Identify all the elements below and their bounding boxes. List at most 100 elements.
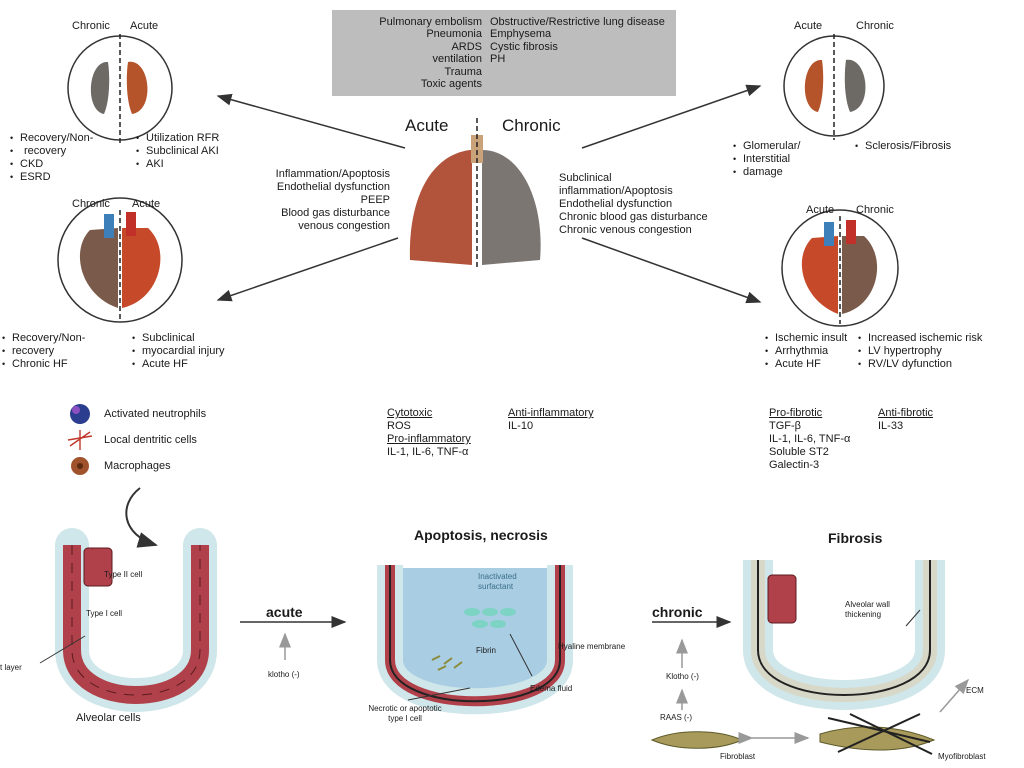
left-kidney-chronic-list: Recovery/Non- recovery CKD ESRD [10,132,120,184]
proinflammatory-heading: Pro-inflammatory [387,433,471,445]
list-item: Recovery/Non- [2,332,122,345]
right-kidney-acute-list: Glomerular/ Interstitial damage [733,140,843,179]
list-item: Utilization RFR [136,132,246,145]
list-item: ESRD [10,171,120,184]
left-kidney-acute-list: Utilization RFR Subclinical AKI AKI [136,132,246,171]
legend-neutrophils: Activated neutrophils [104,408,207,420]
right-alveolus [743,560,945,710]
label-line: surfactant [478,582,514,591]
label-line: type I cell [388,714,422,723]
list-item: recovery [10,145,120,158]
acute-arrow-label: acute [266,604,303,620]
acute-mechanisms: Inflammation/Apoptosis Endothelial dysfu… [250,168,390,233]
cause-item: Pneumonia [426,28,482,41]
label-line: Necrotic or apoptotic [368,704,442,713]
chronic-mechanisms: Subclinical inflammation/Apoptosis Endot… [559,172,729,237]
mediators-anti-inflammatory: Anti-inflammatory IL-10 [508,407,594,433]
antifibrotic-value: IL-33 [878,420,904,432]
legend-dendritic: Local dentritic cells [104,434,197,446]
list-item: Subclinical [132,332,262,345]
cause-item: Toxic agents [420,78,482,91]
antiinflammatory-value: IL-10 [508,420,534,432]
mechanism-item: Blood gas disturbance [281,207,390,219]
label-line: Alveolar wall [845,600,890,609]
myofibroblast-label: Myofibroblast [938,752,986,761]
list-item: CKD [10,158,120,171]
left-kidney-chronic-label: Chronic [72,20,110,32]
alveolar-wall-label: Alveolar wall thickening [845,600,890,620]
list-item: Ischemic insult [765,332,865,345]
cause-item: PH [490,53,506,66]
right-heart-illustration [781,209,899,327]
label-line: Inactivated [478,572,517,581]
cause-item: Pulmonary embolism [379,16,482,28]
list-item: recovery [2,345,122,358]
type1-cell-label: Type I cell [86,609,123,618]
fibroblast-label: Fibroblast [720,752,756,761]
fibroblast-cells [650,678,969,755]
list-item: Glomerular/ [733,140,843,153]
left-alveolus [39,528,217,712]
left-heart-chronic-label: Chronic [72,198,110,210]
middle-alveolus [377,565,573,715]
cause-item: Trauma [444,65,483,78]
mechanism-item: Endothelial dysfunction [276,181,390,193]
mediators-acute: Cytotoxic ROS Pro-inflammatory IL-1, IL-… [387,407,471,459]
chronic-causes-list: Obstructive/Restrictive lung disease Emp… [490,10,676,66]
left-heart-illustration [57,197,183,323]
list-item: RV/LV dyfunction [858,358,1018,371]
list-item: Acute HF [132,358,262,371]
chronic-causes-box: Obstructive/Restrictive lung disease Emp… [486,10,676,96]
layer-label: t layer [0,663,22,672]
cytotoxic-value: ROS [387,420,411,432]
mechanism-item: Subclinical [559,172,612,184]
list-item: Sclerosis/Fibrosis [855,140,985,153]
profibrotic-value: IL-1, IL-6, TNF-α [769,433,851,445]
klotho-chronic-label: Klotho (-) [666,672,699,681]
mechanism-item: venous congestion [298,220,390,232]
hyaline-membrane-label: Hyaline membrane [558,642,626,651]
list-item: Arrhythmia [765,345,865,358]
profibrotic-value: TGF-β [769,420,801,432]
apoptosis-title: Apoptosis, necrosis [414,527,548,543]
mediators-antifibrotic: Anti-fibrotic IL-33 [878,407,933,433]
lung-illustration [409,118,541,268]
profibrotic-value: Galectin-3 [769,459,820,471]
edema-fluid-label: Edema fluid [530,684,573,693]
mechanism-item: Chronic blood gas disturbance [559,211,708,223]
cause-item: Cystic fibrosis [490,40,558,53]
right-kidney-chronic-list: Sclerosis/Fibrosis [855,140,985,153]
left-kidney-illustration [67,34,173,146]
left-heart-chronic-list: Recovery/Non- recovery Chronic HF [2,332,122,371]
ecm-label: ECM [966,686,984,695]
list-item: Chronic HF [2,358,122,371]
lung-acute-label: Acute [405,116,449,135]
cause-item: Obstructive/Restrictive lung disease [490,16,665,28]
legend-icons [67,404,93,475]
cause-item: Emphysema [490,28,552,41]
list-item: LV hypertrophy [858,345,1018,358]
left-kidney-acute-label: Acute [130,20,159,32]
legend-macrophages: Macrophages [104,460,171,472]
fibrosis-title: Fibrosis [828,530,883,546]
inactivated-surfactant-label: Inactivated surfactant [478,572,517,592]
type2-cell-label: Type II cell [104,570,143,579]
right-heart-acute-list: Ischemic insult Arrhythmia Acute HF [765,332,865,371]
left-heart-acute-label: Acute [132,198,161,210]
cytotoxic-heading: Cytotoxic [387,407,433,419]
list-item: Acute HF [765,358,865,371]
list-item: AKI [136,158,246,171]
raas-label: RAAS (-) [660,713,692,722]
list-item: Increased ischemic risk [858,332,1018,345]
antifibrotic-heading: Anti-fibrotic [878,407,934,419]
right-kidney-chronic-label: Chronic [856,20,894,32]
mediators-profibrotic: Pro-fibrotic TGF-β IL-1, IL-6, TNF-α Sol… [769,407,850,472]
label-line: thickening [845,610,882,619]
acute-causes-list: Pulmonary embolism Pneumonia ARDS ventil… [332,10,482,90]
mechanism-item: PEEP [360,194,390,206]
profibrotic-value: Soluble ST2 [769,446,829,458]
right-kidney-illustration [783,34,885,140]
list-item: Recovery/Non- [10,132,120,145]
cause-item: ARDS [451,40,482,53]
mechanism-item: Chronic venous congestion [559,224,692,236]
